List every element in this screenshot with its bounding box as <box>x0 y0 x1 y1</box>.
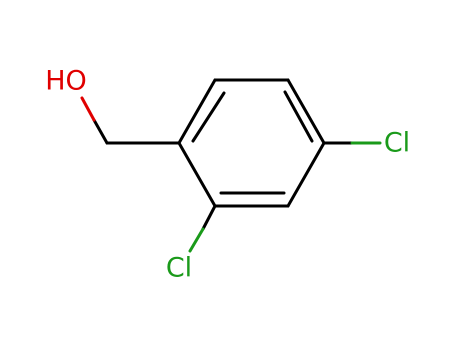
double-bond-inner-top-left <box>191 91 226 143</box>
bond-ch2-o <box>92 118 109 145</box>
hydroxyl-label: HO <box>45 66 87 97</box>
bond-c3-c4 <box>286 78 326 145</box>
bond-c1-c2 <box>177 78 217 145</box>
bond-c6-cl-green <box>188 227 205 253</box>
bond-c6-cl-black <box>201 204 217 231</box>
double-bond-inner-right <box>283 90 314 143</box>
bond-o-segment-red <box>80 96 96 122</box>
chlorine-para-label: Cl <box>384 128 410 159</box>
chlorine-ortho-label: Cl <box>166 253 192 284</box>
bond-c4-c5 <box>286 141 326 208</box>
bond-c6-c1 <box>177 141 217 208</box>
